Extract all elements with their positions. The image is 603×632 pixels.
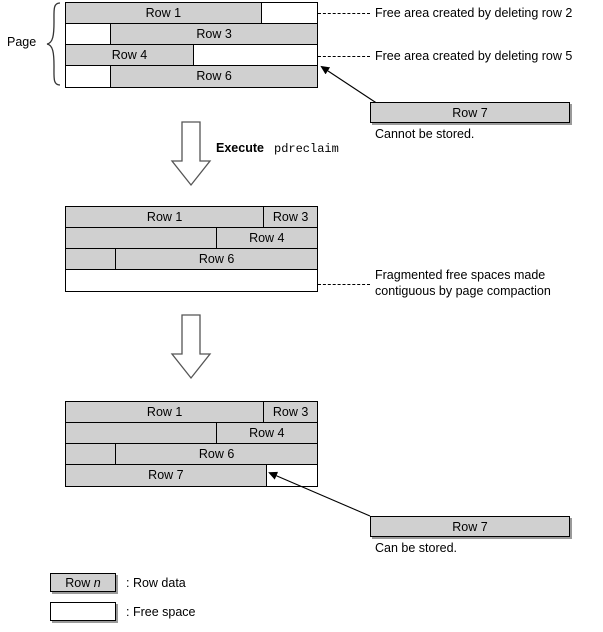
page-row: Row 6 [66,249,317,270]
page-row: Row 1 Row 3 [66,207,317,228]
row-data-segment: Row 4 [216,228,317,248]
row-data-segment: Row 1 [66,402,265,422]
legend-row-italic-n: n [93,575,101,590]
leader-compaction [318,284,370,285]
incoming-row-box-after: Row 7 [370,516,570,537]
arrow-cannot-store [320,65,379,105]
execute-label: Execute [216,141,264,155]
row-data-segment: Row 4 [66,45,194,65]
legend-row-prefix: Row [65,575,94,590]
leader-free-row5 [318,56,370,57]
row-data-segment: Row 6 [111,66,317,87]
row-data-segment: Row 6 [116,444,317,464]
row-data-segment: Row 6 [116,249,317,269]
row-data-segment: Row 3 [111,24,317,44]
leader-free-row2 [318,13,370,14]
row-segment-label: Row 6 [198,251,235,266]
annotation-compaction-line1: Fragmented free spaces made [375,268,546,282]
annotation-compaction-line2: contiguous by page compaction [375,284,551,298]
row-segment-label: Row 1 [146,209,183,224]
free-space-segment [66,24,112,44]
can-be-stored-text: Can be stored. [375,541,457,555]
page-label: Page [7,35,37,49]
down-arrow-insert [170,314,212,380]
row-segment-label: Row 3 [272,209,309,224]
row-data-segment [66,249,117,269]
page-brace [46,2,61,86]
page-row: Row 6 [66,444,317,465]
page-row: Row 4 [66,228,317,249]
free-space-segment [66,66,112,87]
page-row [66,270,317,291]
row-data-segment: Row 4 [216,423,317,443]
legend-label-row-data: : Row data [126,576,186,590]
pdreclaim-command: pdreclaim [274,142,339,156]
row-data-segment [66,444,117,464]
row-data-segment: Row 3 [264,207,317,227]
row-data-segment: Row 1 [66,207,265,227]
page-row: Row 1 Row 3 [66,402,317,423]
legend-swatch-row-data: Row n [50,573,116,592]
row-segment-label: Row 4 [249,230,285,245]
row-data-segment: Row 7 [66,465,267,486]
page-row: Row 7 [66,465,317,486]
arrow-can-store [268,471,371,517]
legend-label-free-space: : Free space [126,605,196,619]
row-data-segment: Row 1 [66,3,262,23]
free-space-segment [66,270,317,291]
row-data-segment [66,423,217,443]
row-segment-label: Row 7 [148,468,184,483]
row-segment-label: Row 6 [198,446,235,461]
incoming-row-label-before: Row 7 [452,105,488,120]
page-row: Row 4 [66,45,317,66]
legend-swatch-text: Row n [65,576,100,590]
incoming-row-label-after: Row 7 [452,519,488,534]
row-segment-label: Row 6 [196,69,232,84]
page-row: Row 3 [66,24,317,45]
cannot-be-stored-text: Cannot be stored. [375,127,475,141]
page-table-after-compaction: Row 1 Row 3 Row 4 Row 6 [65,206,318,292]
page-row: Row 4 [66,423,317,444]
row-segment-label: Row 3 [272,404,309,419]
row-data-segment [66,228,217,248]
row-segment-label: Row 4 [111,47,148,62]
free-space-segment [261,3,317,23]
page-table-before-reclaim: Row 1 Row 3 Row 4 Row 6 [65,2,318,88]
page-table-after-insert: Row 1 Row 3 Row 4 Row 6 Row 7 [65,401,318,487]
annotation-free-row2: Free area created by deleting row 2 [375,6,573,20]
legend-swatch-free-space [50,602,116,621]
free-space-segment [194,45,317,65]
incoming-row-box-before: Row 7 [370,102,570,123]
row-segment-label: Row 1 [145,5,182,20]
annotation-free-row5: Free area created by deleting row 5 [375,49,573,63]
free-space-segment [266,465,317,486]
row-data-segment: Row 3 [264,402,317,422]
row-segment-label: Row 3 [196,26,232,41]
row-segment-label: Row 4 [249,425,285,440]
page-row: Row 6 [66,66,317,87]
page-row: Row 1 [66,3,317,24]
row-segment-label: Row 1 [146,404,183,419]
down-arrow-execute-pdreclaim [170,121,212,187]
